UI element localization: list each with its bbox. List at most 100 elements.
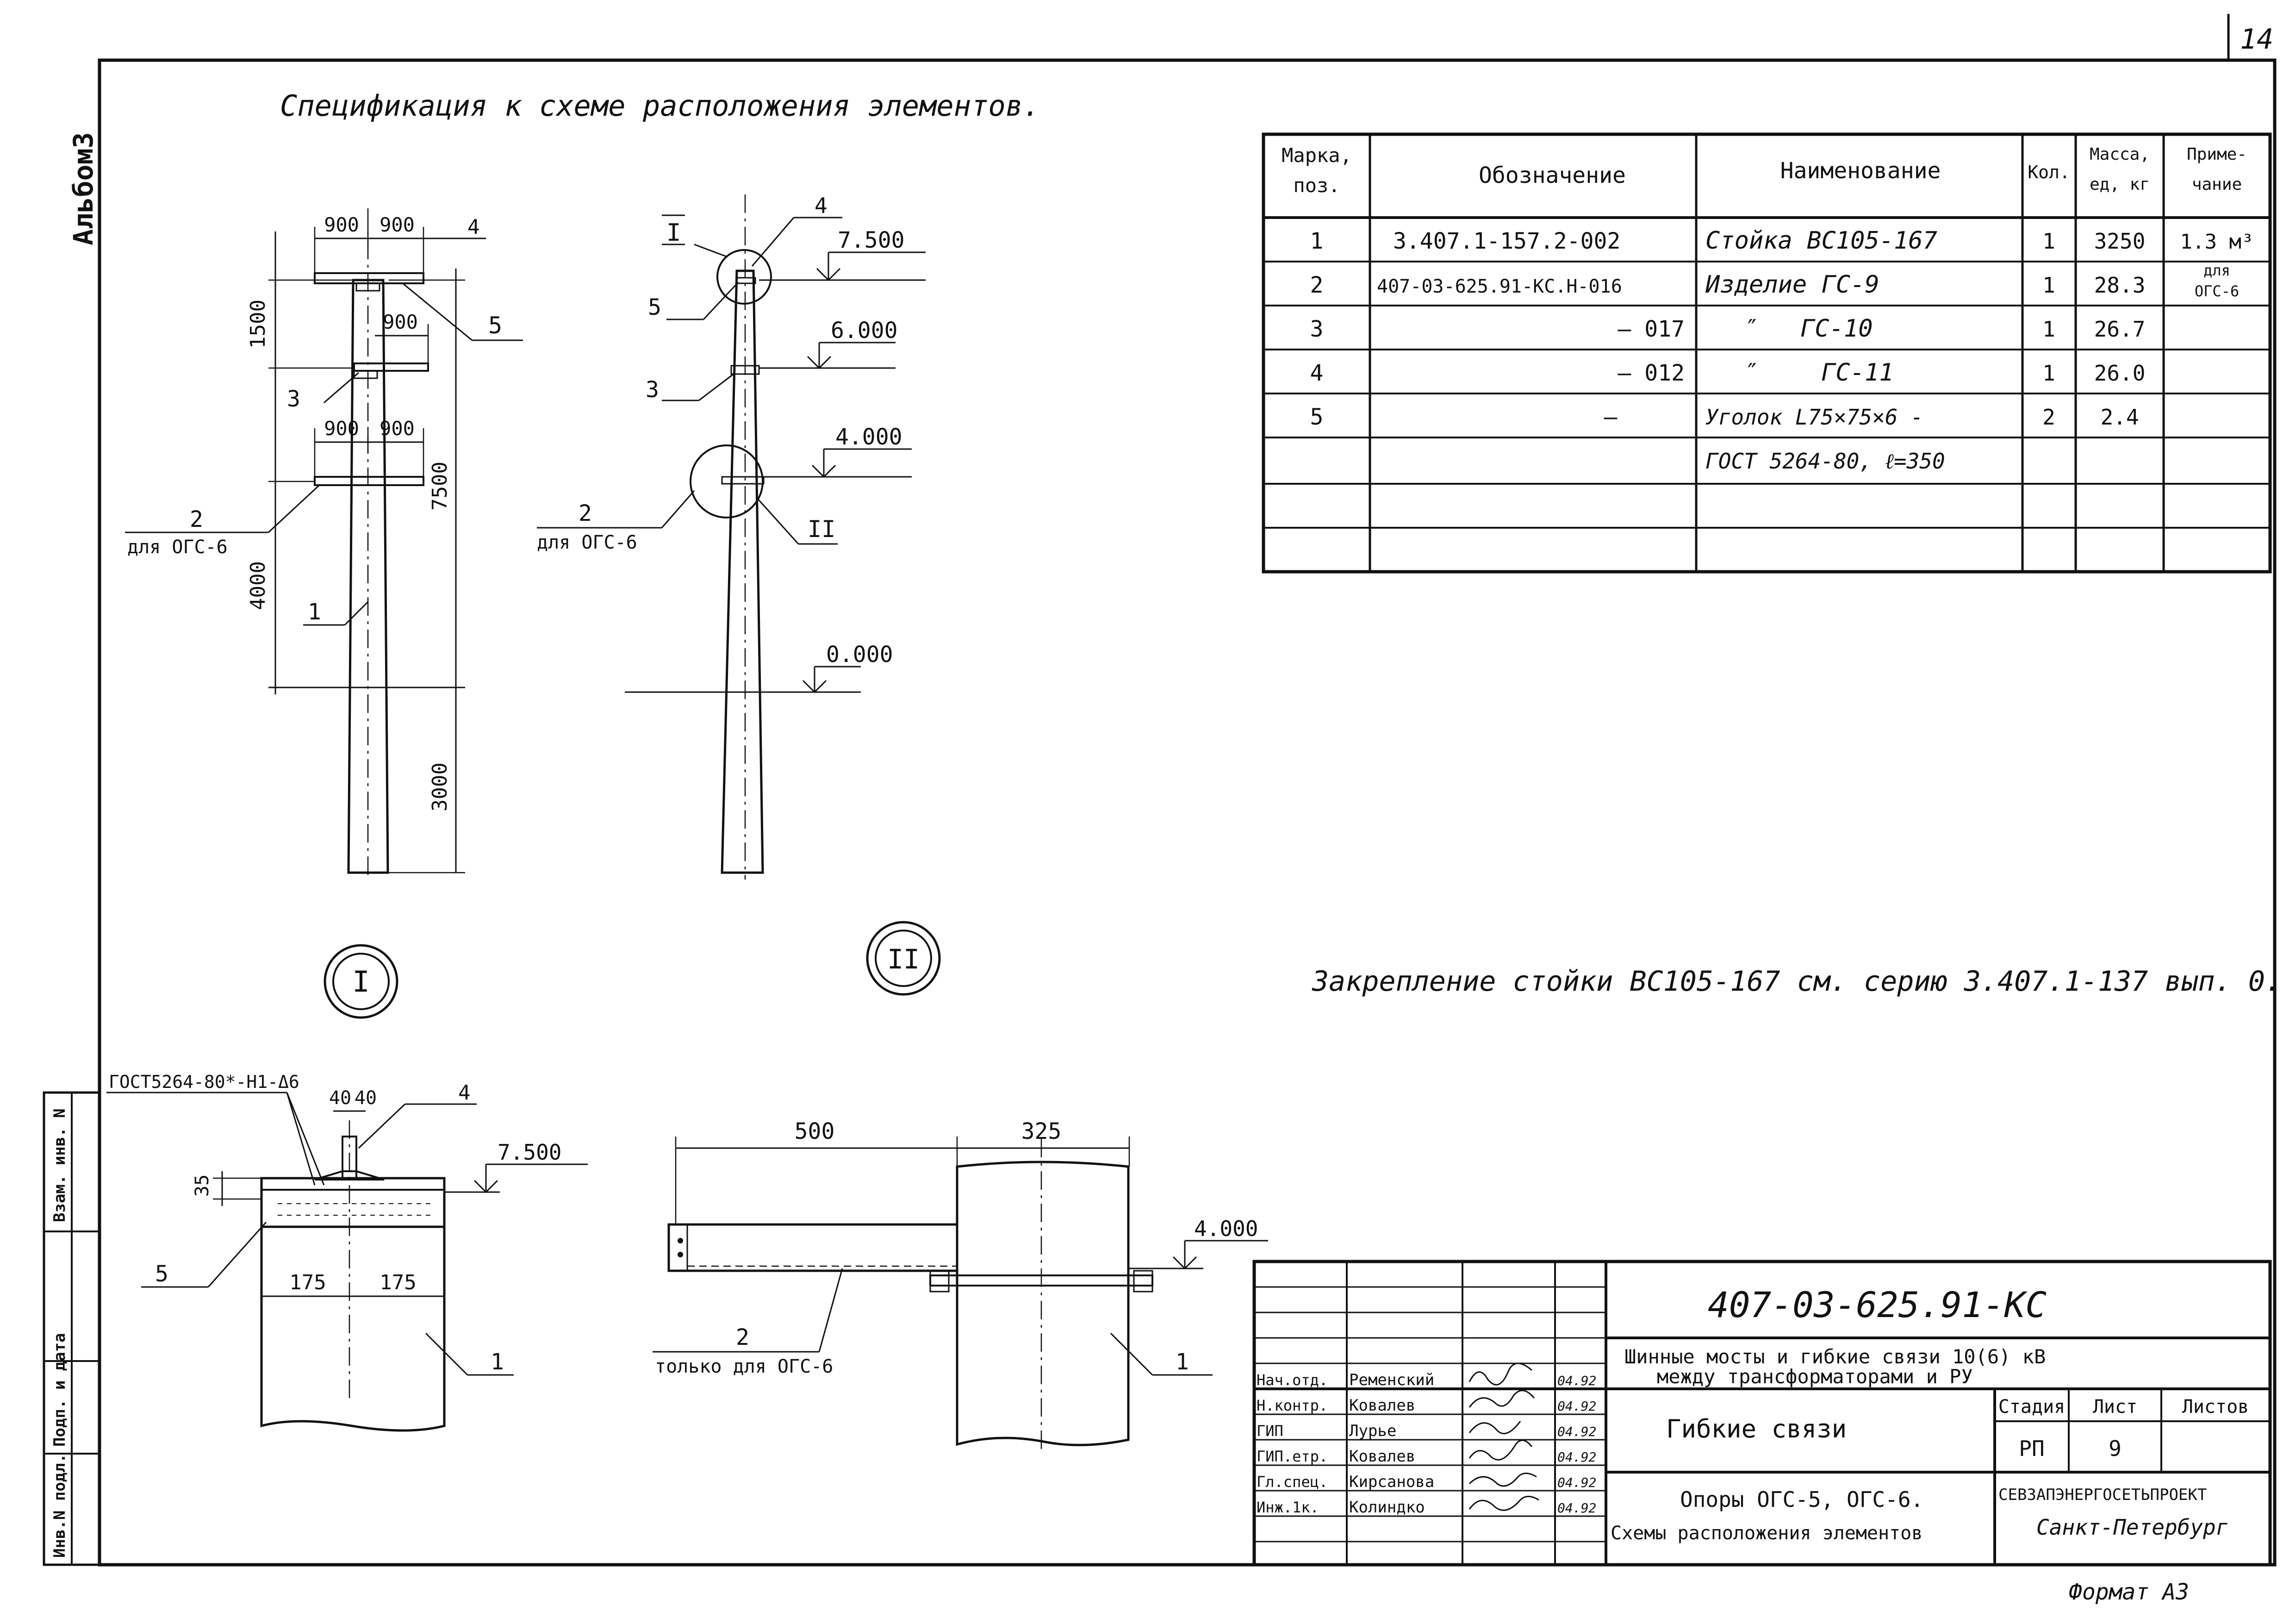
detail-II-drawing: 500 325 4.000 2 только для ОГС-6 1 <box>653 1118 1268 1454</box>
d3-dim-40b: 40 <box>355 1087 377 1109</box>
d2-mark-II: II <box>808 516 835 543</box>
row5-qty: 2 <box>2042 405 2055 430</box>
tb-project-2: между трансформаторами и РУ <box>1657 1365 1973 1388</box>
sheet-corner-number: 14 <box>2240 23 2273 56</box>
tb-date-1: 04.92 <box>1557 1399 1596 1414</box>
row5-designation: — <box>1604 404 1618 430</box>
row6-name: ГОСТ 5264-80, ℓ=350 <box>1705 449 1945 474</box>
d3-dim-40a: 40 <box>329 1087 351 1109</box>
tb-sheets-h: Листов <box>2182 1396 2249 1418</box>
tb-drawing-1: Опоры ОГС-5, ОГС-6. <box>1680 1487 1923 1512</box>
d1-dim-900e: 900 <box>380 417 415 440</box>
row2-designation: 407-03-625.91-КС.Н-016 <box>1377 276 1622 297</box>
d4-dim-500: 500 <box>795 1118 835 1144</box>
hdr-mark-1: Марка, <box>1282 144 1352 167</box>
tb-stage-h: Стадия <box>1998 1396 2066 1418</box>
tb-stage: РП <box>2019 1436 2044 1461</box>
d3-dim-175b: 175 <box>380 1271 416 1294</box>
tb-name-2: Лурье <box>1349 1422 1396 1440</box>
tb-role-5: Инж.1к. <box>1257 1499 1319 1516</box>
hdr-mass-1: Масса, <box>2090 145 2150 164</box>
pole-side-view: I 4 5 3 2 для ОГС-6 II 7.500 6.00 <box>537 193 926 880</box>
tb-name-0: Ременский <box>1349 1371 1434 1389</box>
d4-dim-325: 325 <box>1021 1118 1062 1144</box>
tb-role-0: Нач.отд. <box>1257 1371 1328 1389</box>
d4-pos-1: 1 <box>1176 1349 1189 1375</box>
d2-pos-2: 2 <box>579 500 592 526</box>
row5-mark: 5 <box>1310 404 1324 430</box>
row4-mass: 26.0 <box>2094 361 2146 386</box>
d1-pos-3: 3 <box>287 386 300 412</box>
d2-lvl-7500: 7.500 <box>838 227 905 253</box>
tb-role-1: Н.контр. <box>1257 1397 1328 1414</box>
tb-sheet-title: Гибкие связи <box>1666 1414 1847 1443</box>
d1-pos-5: 5 <box>488 312 502 339</box>
hdr-mark-2: поз. <box>1293 174 1340 197</box>
d1-dim-900a: 900 <box>324 213 359 236</box>
d3-dim-175a: 175 <box>289 1271 326 1294</box>
title-block: 407-03-625.91-КС Шинные мосты и гибкие с… <box>1252 1260 2272 1567</box>
hdr-qty: Кол. <box>2028 162 2070 182</box>
tb-name-1: Ковалев <box>1349 1396 1415 1415</box>
row5-mass: 2.4 <box>2100 405 2139 430</box>
d3-pos-5: 5 <box>155 1261 168 1287</box>
row4-qty: 1 <box>2042 361 2055 386</box>
d3-pos-4: 4 <box>458 1081 471 1105</box>
stamp-inv-podl: Инв.N подл. <box>50 1454 69 1558</box>
row3-mark: 3 <box>1310 316 1324 342</box>
hdr-mass-2: ед, кг <box>2090 175 2150 194</box>
d2-pos-4: 4 <box>815 193 828 218</box>
detail-I-text: I <box>352 965 369 999</box>
d1-dim-3000: 3000 <box>428 762 452 812</box>
format-label: Формат А3 <box>2069 1579 2189 1605</box>
row3-designation: — 017 <box>1618 316 1685 342</box>
detail-II-text: II <box>887 943 920 975</box>
row2-note-2: ОГС-6 <box>2195 282 2239 300</box>
row5-name: Уголок L75×75×6 - <box>1705 405 1923 430</box>
hdr-name: Наименование <box>1780 158 1941 184</box>
row3-name: ГС-10 <box>1800 315 1873 343</box>
detail-II-label: II <box>866 921 941 996</box>
row2-name: Изделие ГС-9 <box>1705 271 1879 299</box>
hdr-designation: Обозначение <box>1479 162 1626 188</box>
d1-dim-7500: 7500 <box>428 462 452 511</box>
row1-note: 1.3 м³ <box>2180 230 2254 254</box>
row3-mass: 26.7 <box>2094 317 2146 342</box>
row4-name: ГС-11 <box>1821 359 1894 387</box>
row1-designation: 3.407.1-157.2-002 <box>1393 228 1620 254</box>
tb-role-3: ГИП.етр. <box>1257 1448 1328 1465</box>
d2-lvl-6000: 6.000 <box>831 318 898 344</box>
tb-project-1: Шинные мосты и гибкие связи 10(6) кВ <box>1624 1345 2046 1368</box>
row2-qty: 1 <box>2042 273 2055 298</box>
d4-pos-2-note: только для ОГС-6 <box>655 1356 833 1377</box>
tb-org: СЕВЗАПЭНЕРГОСЕТЬПРОЕКТ <box>1998 1486 2207 1504</box>
tb-date-2: 04.92 <box>1557 1424 1596 1439</box>
row1-mass: 3250 <box>2094 229 2146 254</box>
tb-date-4: 04.92 <box>1557 1475 1596 1490</box>
pole-front-view: 900 900 4 900 5 3 900 900 2 для ОГС-6 1 <box>125 208 523 875</box>
d2-pos-2-note: для ОГС-6 <box>537 532 637 553</box>
d3-lvl: 7.500 <box>498 1140 561 1165</box>
stamp-vzam-inv: Взам. инв. N <box>50 1108 69 1222</box>
row4-designation: — 012 <box>1618 360 1685 386</box>
d1-pos-4: 4 <box>467 215 480 239</box>
d2-lvl-4000: 4.000 <box>835 424 902 450</box>
album-label: Альбом3 <box>68 132 99 245</box>
row4-mark: 4 <box>1310 360 1324 386</box>
sheet-frame <box>98 58 2277 1567</box>
d1-pos-1: 1 <box>308 599 321 625</box>
d3-gost-note: ГОСТ5264-80*-Н1-Δ6 <box>109 1072 299 1092</box>
d2-lvl-0000: 0.000 <box>826 642 893 668</box>
stamp-podp-data: Подп. и дата <box>50 1333 69 1447</box>
spec-title: Спецификация к схеме расположения элемен… <box>280 89 1040 123</box>
d4-lvl: 4.000 <box>1194 1216 1258 1241</box>
spec-table: Марка, поз. Обозначение Наименование Кол… <box>1262 132 2272 574</box>
d2-pos-5: 5 <box>648 294 661 320</box>
row1-name: Стойка ВС105-167 <box>1705 227 1937 255</box>
tb-role-4: Гл.спец. <box>1257 1473 1328 1491</box>
d1-dim-900b: 900 <box>380 213 415 236</box>
tb-sheet: 9 <box>2109 1436 2122 1461</box>
d3-pos-1: 1 <box>491 1349 504 1375</box>
tb-date-0: 04.92 <box>1557 1373 1596 1388</box>
